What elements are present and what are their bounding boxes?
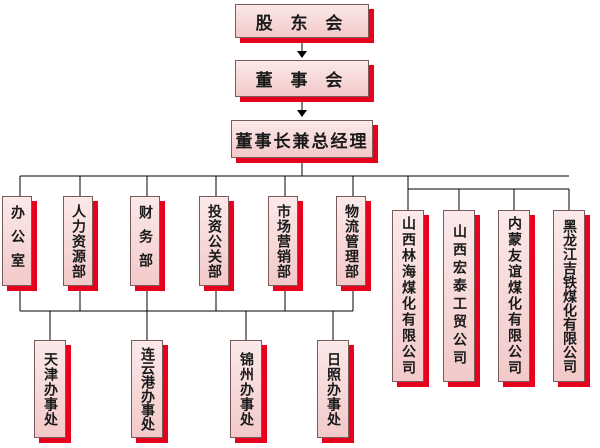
- office-box: 锦州办事处: [230, 340, 267, 443]
- chairman-label: 董事长兼总经理: [231, 120, 373, 158]
- arrowhead-chairman: [297, 110, 307, 117]
- department-label: 物流管理部: [336, 196, 366, 286]
- shareholders-box: 股 东 会: [235, 4, 374, 43]
- department-box: 人力资源部: [63, 196, 98, 291]
- department-box: 投资公关部: [199, 196, 234, 291]
- department-label: 市场营销部: [268, 196, 298, 286]
- company-box: 内蒙友谊煤化有限公司: [498, 210, 535, 387]
- department-box: 办公室: [2, 196, 37, 291]
- shareholders-label: 股 东 会: [235, 4, 369, 38]
- department-label: 投资公关部: [199, 196, 229, 286]
- office-label: 天津办事处: [34, 340, 66, 438]
- department-box: 财务部: [130, 196, 165, 291]
- office-box: 天津办事处: [34, 340, 71, 443]
- company-label: 黑龙江吉铁煤化有限公司: [553, 210, 585, 382]
- board-box: 董 事 会: [235, 60, 374, 102]
- company-box: 山西林海煤化有限公司: [392, 210, 429, 387]
- office-box: 日照办事处: [317, 340, 354, 443]
- office-label: 日照办事处: [317, 340, 349, 438]
- company-label: 山西宏泰工贸公司: [443, 210, 475, 382]
- office-label: 锦州办事处: [230, 340, 262, 438]
- office-label: 连云港办事处: [131, 340, 163, 438]
- chairman-box: 董事长兼总经理: [231, 120, 378, 163]
- company-box: 黑龙江吉铁煤化有限公司: [553, 210, 590, 387]
- company-label: 内蒙友谊煤化有限公司: [498, 210, 530, 382]
- office-box: 连云港办事处: [131, 340, 168, 443]
- department-label: 人力资源部: [63, 196, 93, 286]
- department-box: 物流管理部: [336, 196, 371, 291]
- board-label: 董 事 会: [235, 60, 369, 97]
- company-label: 山西林海煤化有限公司: [392, 210, 424, 382]
- department-label: 财务部: [130, 196, 160, 286]
- company-box: 山西宏泰工贸公司: [443, 210, 480, 387]
- department-box: 市场营销部: [268, 196, 303, 291]
- department-label: 办公室: [2, 196, 32, 286]
- arrowhead-board: [297, 51, 307, 58]
